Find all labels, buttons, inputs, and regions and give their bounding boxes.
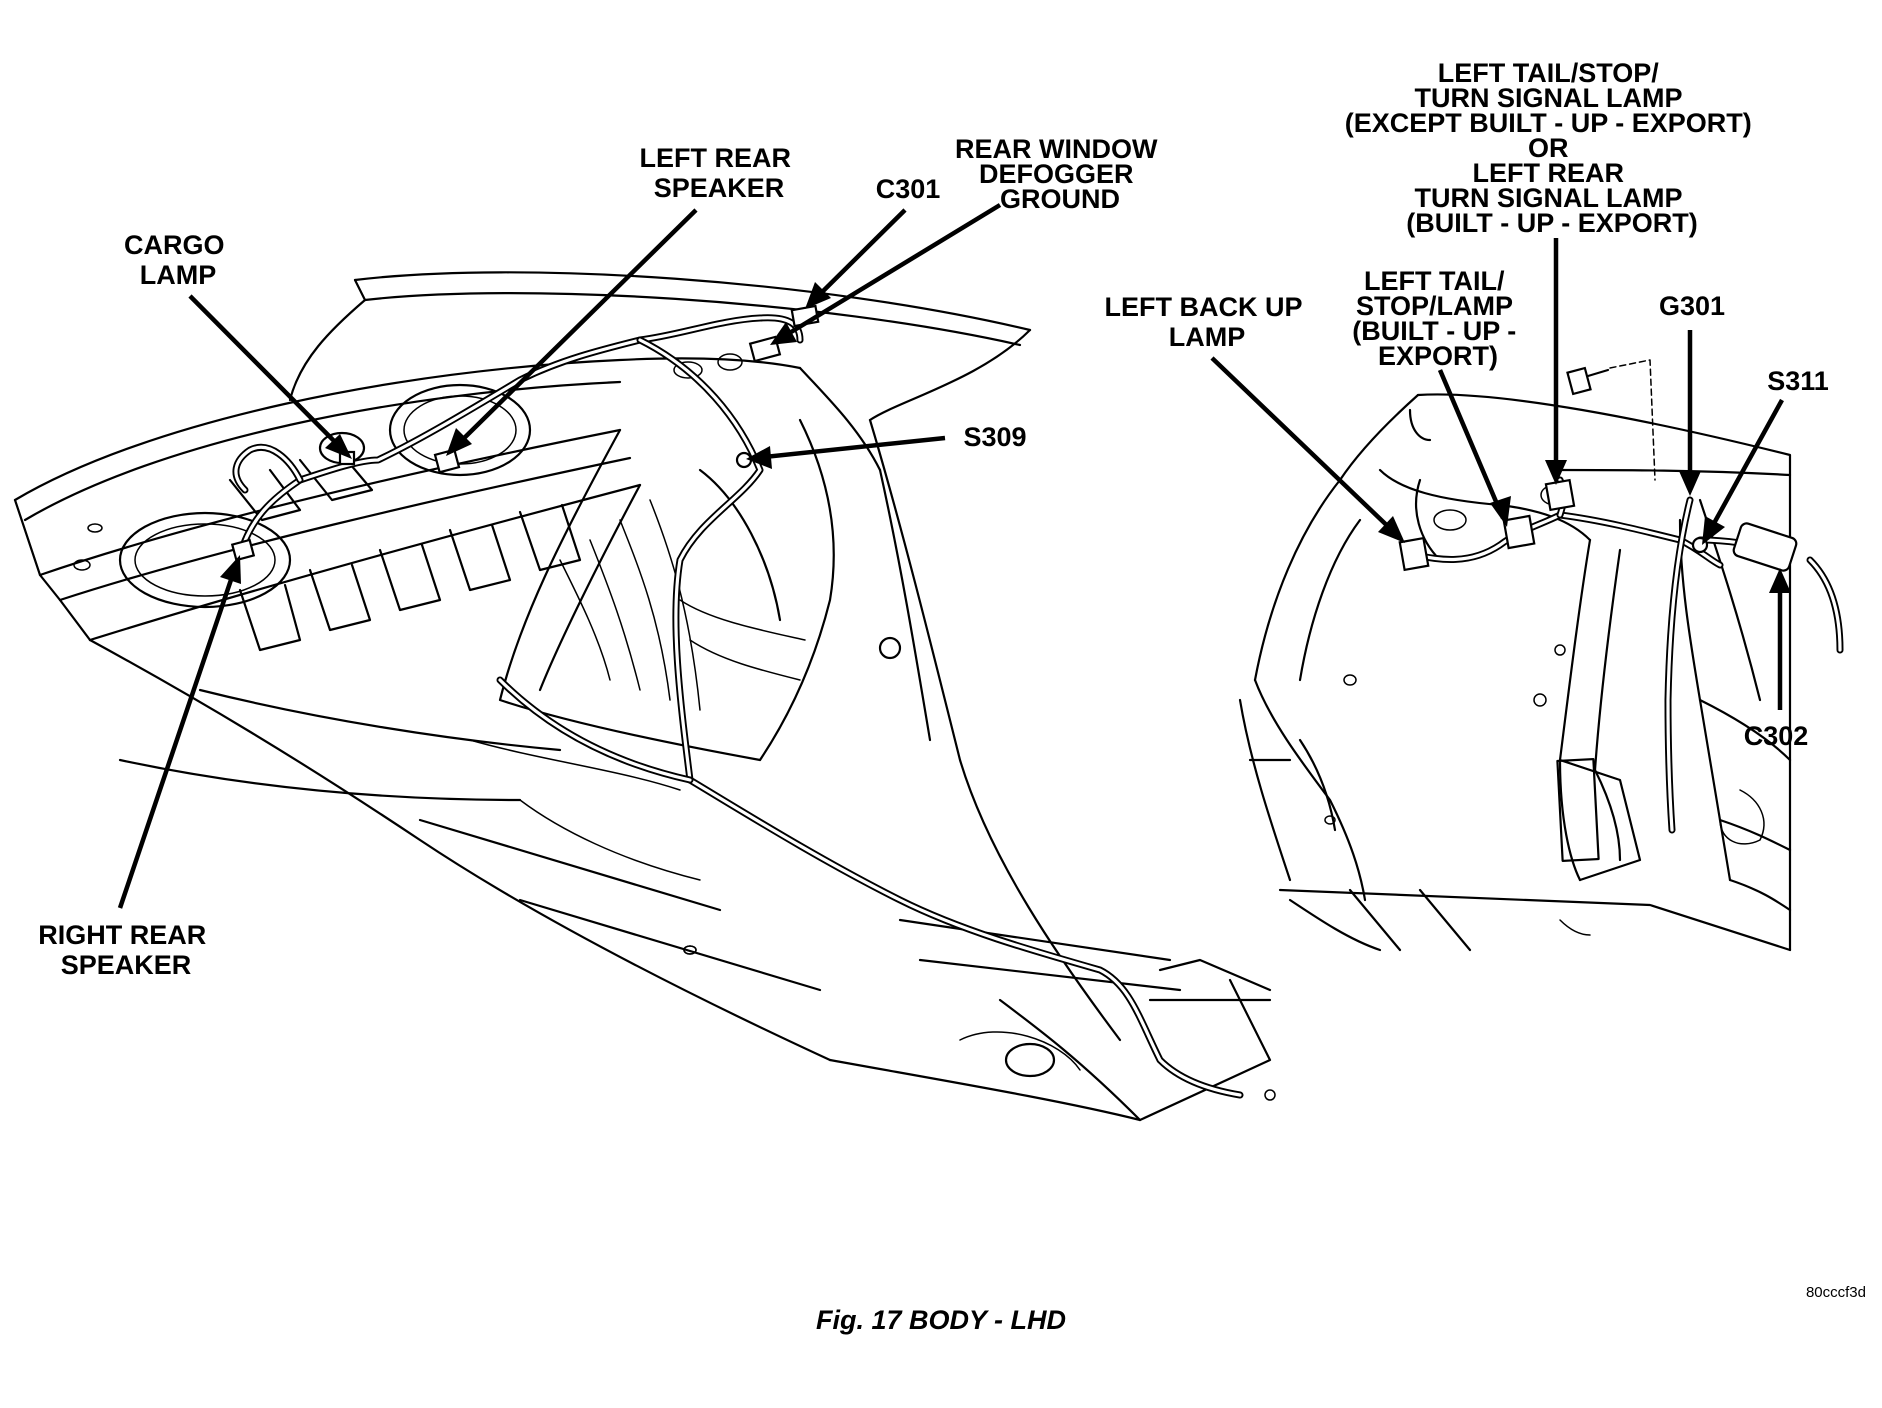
- label-left-rear-speaker: LEFT REAR SPEAKER: [639, 143, 798, 203]
- label-g301: G301: [1659, 291, 1725, 321]
- figure-caption: Fig. 17 BODY - LHD: [815, 1305, 1067, 1335]
- left-tail-stop-lamp-connector: [1502, 514, 1536, 550]
- left-back-up-lamp-connector: [1398, 536, 1430, 572]
- label-left-back-up-lamp: LEFT BACK UP LAMP: [1104, 292, 1309, 352]
- left-view-drawing: [13, 271, 1276, 1122]
- g301-bolt: [1566, 359, 1656, 481]
- right-view-drawing: [1238, 359, 1792, 952]
- label-rear-window-defogger-ground: REAR WINDOW DEFOGGER GROUND: [955, 134, 1165, 214]
- right-view-harness: [1411, 476, 1844, 834]
- left-tail-stop-turn-connector: [1544, 478, 1576, 512]
- left-view-connectors: [230, 304, 820, 562]
- label-right-rear-speaker: RIGHT REAR SPEAKER: [38, 920, 214, 980]
- label-left-tail-stop-lamp: LEFT TAIL/ STOP/LAMP (BUILT - UP - EXPOR…: [1352, 266, 1524, 371]
- right-rear-speaker-connector: [230, 538, 256, 562]
- label-c301: C301: [876, 174, 941, 204]
- label-left-tail-stop-turn-signal-lamp: LEFT TAIL/STOP/ TURN SIGNAL LAMP (EXCEPT…: [1345, 58, 1760, 238]
- left-view-harness: [232, 314, 1244, 1099]
- label-c302: C302: [1744, 721, 1809, 751]
- left-rear-speaker-connector: [433, 448, 461, 474]
- c302-connector: [1732, 522, 1798, 572]
- label-cargo-lamp: CARGO LAMP: [124, 230, 232, 290]
- left-view-leaders: [117, 203, 1002, 909]
- right-view-leaders: [1210, 238, 1791, 710]
- right-view-connectors: [1398, 478, 1798, 572]
- label-s309: S309: [963, 422, 1026, 452]
- label-s311: S311: [1767, 366, 1829, 396]
- image-code: 80cccf3d: [1805, 1284, 1866, 1301]
